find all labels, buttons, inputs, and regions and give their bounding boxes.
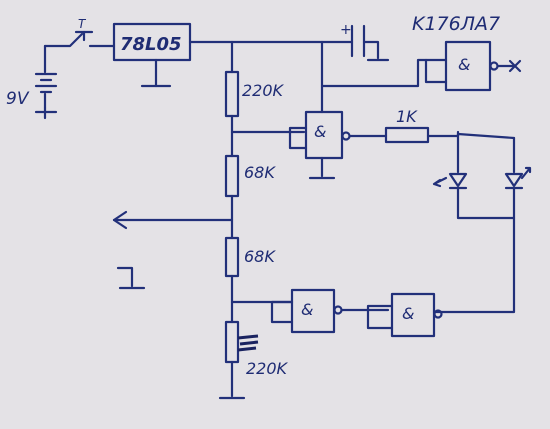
svg-text:&: &	[458, 55, 470, 74]
battery-symbol	[34, 44, 58, 120]
capacitor-plus-label: +	[340, 22, 352, 38]
r-mid2-label: 68K	[244, 247, 276, 266]
arrow-output-symbol	[112, 210, 128, 230]
resistor-mid1	[224, 154, 240, 198]
r-mid1-label: 68K	[244, 163, 276, 182]
led-node-wire	[456, 132, 516, 140]
svg-text:&: &	[314, 122, 326, 141]
nand-gate-lower-left: &	[270, 288, 343, 334]
svg-text:&: &	[402, 304, 414, 323]
resistor-bottom	[224, 320, 259, 364]
ic-label: K176ЛА7	[412, 13, 500, 35]
capacitor-symbol	[350, 24, 390, 62]
ic-input-wire	[320, 40, 428, 88]
svg-text:&: &	[301, 300, 313, 319]
resistor-mid2	[224, 236, 240, 278]
nand-gate-lower-right: &	[366, 292, 443, 338]
r-led-label: 1K	[396, 107, 418, 126]
ground-symbol-left	[116, 266, 146, 290]
switch-label: T	[78, 17, 87, 31]
battery-label: 9V	[6, 89, 30, 109]
r-top-label: 220K	[242, 81, 285, 100]
regulator-label: 78L05	[120, 34, 182, 55]
led-symbol	[432, 132, 516, 220]
switch-symbol	[43, 30, 116, 48]
nand-gate-top: &	[424, 40, 522, 92]
resistor-top	[224, 70, 240, 118]
resistor-led	[384, 126, 430, 144]
r-bottom-label: 220K	[246, 359, 289, 378]
photodiode-symbol	[432, 136, 532, 314]
nand-gate-upper: &	[288, 110, 351, 180]
led-resistor-wire-right	[426, 130, 460, 138]
